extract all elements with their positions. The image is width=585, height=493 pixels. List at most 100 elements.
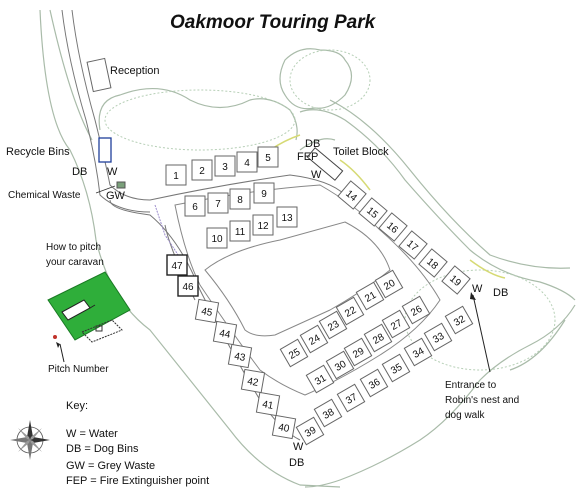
pitch-box	[184, 195, 206, 217]
key-heading: Key:	[66, 400, 89, 412]
pitch-15: 15	[358, 197, 388, 227]
pitch-number: 25	[287, 347, 303, 362]
pitch-box	[166, 254, 188, 276]
pitch-number: 31	[313, 373, 329, 388]
pitch-box	[358, 197, 388, 227]
pitch-45: 45	[194, 298, 220, 324]
water-mark-bottom: W	[293, 441, 304, 453]
key-item-water: W = Water	[66, 428, 118, 440]
pitch-number: 7	[215, 199, 221, 210]
pitch-number: 37	[344, 392, 360, 407]
pitch-box	[381, 309, 411, 339]
pitch-box	[363, 323, 393, 353]
pitch-box	[401, 295, 431, 325]
entrance-label-line3: dog walk	[445, 410, 485, 421]
pitch-box	[378, 212, 408, 242]
map-title: Oakmoor Touring Park	[170, 12, 376, 33]
pitch-25: 25	[279, 338, 309, 368]
pitch-box	[252, 214, 274, 236]
pitch-box	[398, 230, 428, 260]
pitch-box	[271, 414, 297, 440]
pitch-box	[374, 269, 404, 299]
pitch-number: 2	[199, 166, 205, 177]
pitch-box	[355, 281, 385, 311]
recycle-bins-marker	[98, 137, 112, 163]
pitch-number: 44	[218, 328, 231, 341]
pitch-number-label: Pitch Number	[48, 364, 109, 375]
fire-extinguisher-mark: FEP	[297, 151, 319, 163]
pitch-box	[194, 298, 220, 324]
caravan-icon	[61, 299, 96, 321]
water-mark-top: W	[311, 169, 322, 181]
pitch-number: 27	[389, 318, 405, 333]
pitch-9: 9	[253, 182, 275, 204]
dog-bin-mark-right: DB	[493, 287, 509, 299]
pitch-20: 20	[374, 269, 404, 299]
pitch-box	[444, 305, 474, 335]
chemical-waste-pointer	[95, 185, 116, 194]
pitch-box	[257, 146, 279, 168]
pitch-1: 1	[165, 164, 187, 186]
pitch-8: 8	[229, 188, 251, 210]
pitch-number: 24	[307, 333, 323, 348]
awning-outline	[81, 319, 123, 343]
pitch-number: 13	[281, 213, 293, 224]
pitch-30: 30	[325, 350, 355, 380]
pitch-box	[343, 337, 373, 367]
pitch-34: 34	[403, 337, 433, 367]
pitch-23: 23	[318, 310, 348, 340]
water-mark-right: W	[472, 283, 483, 295]
pitch-number: 6	[192, 202, 198, 213]
pitch-number: 28	[371, 332, 387, 347]
pitch-32: 32	[444, 305, 474, 335]
pitch-3: 3	[214, 155, 236, 177]
grey-waste-mark: GW	[106, 190, 125, 202]
pitch-number: 29	[351, 346, 367, 361]
pitch-number: 43	[233, 351, 246, 364]
pitch-number: 46	[182, 282, 194, 293]
pitch-17: 17	[398, 230, 428, 260]
pitch-box	[255, 391, 281, 417]
reception-building	[86, 57, 112, 93]
pitch-42: 42	[240, 368, 266, 394]
pitch-number-pointer	[59, 343, 65, 363]
pitch-number: 30	[333, 359, 349, 374]
pitch-box	[337, 180, 367, 210]
pitch-6: 6	[184, 195, 206, 217]
pitch-box	[206, 227, 228, 249]
pitch-number: 42	[246, 376, 259, 389]
pitch-46: 46	[177, 275, 199, 297]
pitch-number: 12	[257, 221, 269, 232]
pitch-38: 38	[313, 398, 343, 428]
pitch-box	[229, 220, 251, 242]
pitch-5: 5	[257, 146, 279, 168]
chemical-waste-marker	[116, 181, 126, 189]
pitch-box	[177, 275, 199, 297]
key-item-fire-extinguisher: FEP = Fire Extinguisher point	[66, 475, 210, 487]
entrance-label-line2: Robin's nest and	[445, 395, 520, 406]
pitch-number: 5	[265, 153, 271, 164]
stream	[154, 204, 181, 259]
pitch-number: 4	[244, 158, 250, 169]
pitch-31: 31	[305, 364, 335, 394]
pitch-box	[305, 364, 335, 394]
recycle-bins-label: Recycle Bins	[6, 146, 70, 158]
pitch-number: 23	[326, 319, 342, 334]
pitch-box	[240, 368, 266, 394]
pitch-box	[191, 159, 213, 181]
pitch-number: 11	[235, 227, 246, 238]
car-space-outline	[95, 325, 103, 332]
entrance-label-line1: Entrance to	[445, 380, 497, 391]
pitch-number: 21	[363, 290, 379, 305]
pitch-box	[276, 206, 298, 228]
pitch-number: 41	[261, 399, 274, 412]
pitch-number: 22	[343, 305, 359, 320]
pitch-21: 21	[355, 281, 385, 311]
pitch-box	[359, 368, 389, 398]
pitch-11: 11	[229, 220, 251, 242]
pitch-number: 9	[261, 189, 267, 200]
pitch-43: 43	[227, 343, 253, 369]
